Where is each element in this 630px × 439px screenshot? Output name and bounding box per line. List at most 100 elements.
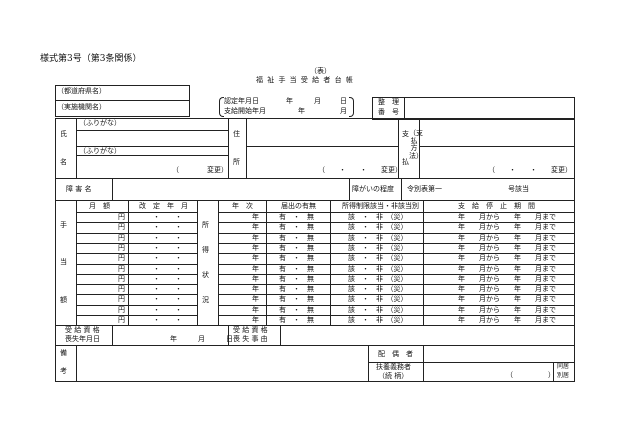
row-report: 有 ・ 無 [279,316,314,324]
loss-date-ymd: 年 月 日 [170,335,233,343]
separate-label: 別居 [557,372,570,379]
loss-reason-label-2: 喪 失 事 由 [233,335,268,343]
furigana-label-1: （ふりがな） [79,119,121,127]
row-dot-1: ・ [153,305,160,314]
row-year: 年 [252,274,259,283]
row-year: 年 [252,316,259,324]
pay-method-vertical: （支払方法） [409,129,423,161]
row-stop: 年 月から 年 月まで [458,233,556,242]
row-dot-2: ・ [175,285,182,294]
row-stop: 年 月から 年 月まで [458,264,556,273]
row-stop: 年 月から 年 月まで [458,295,556,304]
form-number: 様式第3号（第3条関係） [40,54,142,64]
col-stop: 支 給 停 止 期 間 [458,202,535,210]
allowance-side-2: 当 [60,258,67,266]
name-change-open: （ [172,166,179,174]
row-report: 有 ・ 無 [279,223,314,232]
row-limit: 該 ・ 非 （災） [348,254,408,263]
row-yen: 円 [118,223,125,232]
row-yen: 円 [118,285,125,294]
loss-date-label-1: 受 給 資 格 [65,326,100,334]
dependent-label-2: （続 柄） [378,372,409,380]
row-yen: 円 [118,233,125,242]
row-stop: 年 月から 年 月まで [458,285,556,294]
remarks-label-1: 備 [60,349,67,357]
row-dot-1: ・ [153,274,160,283]
row-limit: 該 ・ 非 （災） [348,243,408,252]
income-side-1: 所 [202,221,209,229]
row-report: 有 ・ 無 [279,213,314,221]
row-report: 有 ・ 無 [279,295,314,304]
row-dot-2: ・ [175,243,182,252]
pay-change: （ ・ ・ 変更） [488,166,572,174]
date-bracket-left [219,97,224,117]
mgmt-number-label-2: 番 号 [378,108,399,116]
main-form [55,118,575,382]
row-limit: 該 ・ 非 （災） [348,213,408,221]
disability-degree-label: 障がいの程度 [352,185,394,193]
row-report: 有 ・ 無 [279,274,314,283]
disability-name-label: 障 害 名 [66,185,92,193]
row-yen: 円 [118,254,125,263]
dependent-relation: （ ） [506,371,555,379]
prefecture-label: （都道府県名） [57,87,106,95]
row-yen: 円 [118,243,125,252]
row-limit: 該 ・ 非 （災） [348,285,408,294]
allowance-side-3: 額 [60,296,67,304]
row-dot-2: ・ [175,223,182,232]
row-dot-2: ・ [175,233,182,242]
prefecture-box [55,85,190,117]
row-dot-2: ・ [175,316,182,324]
row-dot-2: ・ [175,254,182,263]
front-side-label: （表） [310,67,331,75]
address-label-2: 所 [233,158,240,166]
loss-reason-label-1: 受 給 資 格 [233,326,268,334]
agency-label: （実施機関名） [57,103,106,111]
row-limit: 該 ・ 非 （災） [348,233,408,242]
allowance-side-1: 手 [60,221,67,229]
col-limit: 所得制限該当・非該当別 [342,202,419,210]
address-label-1: 住 [233,130,240,138]
row-limit: 該 ・ 非 （災） [348,295,408,304]
row-year: 年 [252,264,259,273]
income-side-4: 況 [202,296,209,304]
row-year: 年 [252,285,259,294]
disability-table-label: 令別表第一 [407,185,442,193]
row-stop: 年 月から 年 月まで [458,254,556,263]
row-dot-1: ・ [153,316,160,324]
start-year: 年 [298,107,305,115]
row-year: 年 [252,254,259,263]
row-dot-1: ・ [153,254,160,263]
row-report: 有 ・ 無 [279,233,314,242]
row-report: 有 ・ 無 [279,243,314,252]
row-dot-1: ・ [153,223,160,232]
col-year: 年 次 [232,202,253,210]
row-dot-1: ・ [153,213,160,221]
row-dot-1: ・ [153,264,160,273]
row-limit: 該 ・ 非 （災） [348,316,408,324]
row-stop: 年 月から 年 月まで [458,243,556,252]
start-month: 月 [340,107,347,115]
row-limit: 該 ・ 非 （災） [348,274,408,283]
cert-year: 年 [286,97,293,105]
row-year: 年 [252,213,259,221]
name-change-close: 変更） [207,166,228,174]
ledger-title: 福 祉 手 当 受 給 者 台 帳 [256,76,354,84]
row-dot-2: ・ [175,213,182,221]
row-dot-2: ・ [175,295,182,304]
row-report: 有 ・ 無 [279,264,314,273]
row-yen: 円 [118,295,125,304]
disability-item-label: 号該当 [508,185,529,193]
cert-month: 月 [314,97,321,105]
cert-day: 日 [340,97,347,105]
col-report: 届出の有無 [281,202,316,210]
row-report: 有 ・ 無 [279,285,314,294]
name-label-1: 氏 [60,130,67,138]
row-year: 年 [252,243,259,252]
row-year: 年 [252,295,259,304]
mgmt-number-box [372,97,575,120]
col-monthly: 月 額 [89,202,110,210]
row-report: 有 ・ 無 [279,254,314,263]
row-dot-1: ・ [153,233,160,242]
income-side-3: 状 [202,271,209,279]
